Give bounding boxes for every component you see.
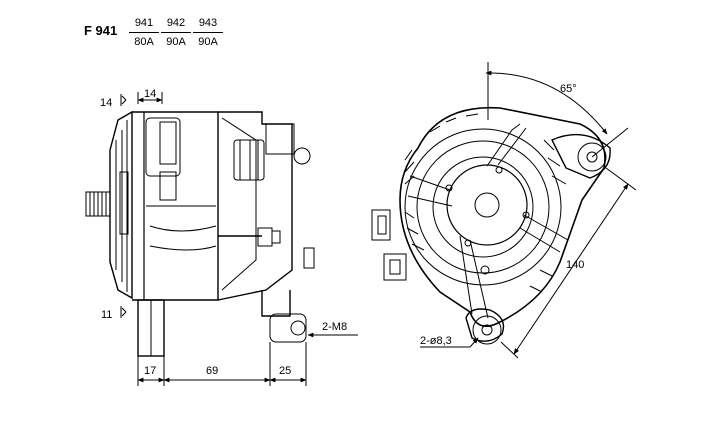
variant-942: 942 90A xyxy=(161,17,191,49)
variant-number: 941 xyxy=(129,17,159,33)
variant-943: 943 90A xyxy=(193,17,223,49)
front-view xyxy=(371,106,611,345)
variant-941: 941 80A xyxy=(129,17,159,49)
side-dimensions xyxy=(120,92,358,386)
side-view xyxy=(85,110,315,357)
variant-number: 943 xyxy=(193,17,223,33)
variant-number: 942 xyxy=(161,17,191,33)
rear-connector xyxy=(303,247,315,269)
variant-rating: 90A xyxy=(198,36,218,48)
dim-top-offset: 14 xyxy=(100,97,112,109)
front-housing xyxy=(132,111,219,301)
dim-thread: 2-M8 xyxy=(322,321,347,333)
dim-hole-spec: 2-ø8,3 xyxy=(420,335,452,347)
lower-ear xyxy=(465,308,505,342)
lower-mount-hole xyxy=(472,315,502,345)
dim-angle: 65° xyxy=(560,83,577,95)
model-title: F 941 xyxy=(84,23,118,38)
hub xyxy=(446,164,528,246)
shaft-center xyxy=(474,192,500,218)
dim-left-width: 17 xyxy=(144,365,156,377)
dim-bottom-offset: 11 xyxy=(101,309,112,321)
rear-boss xyxy=(293,147,311,165)
plug-connector xyxy=(371,209,391,241)
stator-ring xyxy=(404,128,562,286)
dim-right-width: 25 xyxy=(279,365,291,377)
front-housing-outline xyxy=(399,106,606,328)
terminal-block xyxy=(383,253,407,281)
dim-top-flange: 14 xyxy=(144,88,156,100)
dim-body-length: 69 xyxy=(206,365,218,377)
front-dimensions xyxy=(420,62,637,359)
upper-ear xyxy=(551,133,611,179)
variant-rating: 90A xyxy=(166,36,186,48)
pulley xyxy=(109,110,133,300)
variant-rating: 80A xyxy=(134,36,154,48)
dim-hole-distance: 140 xyxy=(566,259,584,271)
upper-mount-hole xyxy=(577,142,607,172)
mount-foot-rear xyxy=(269,313,307,343)
